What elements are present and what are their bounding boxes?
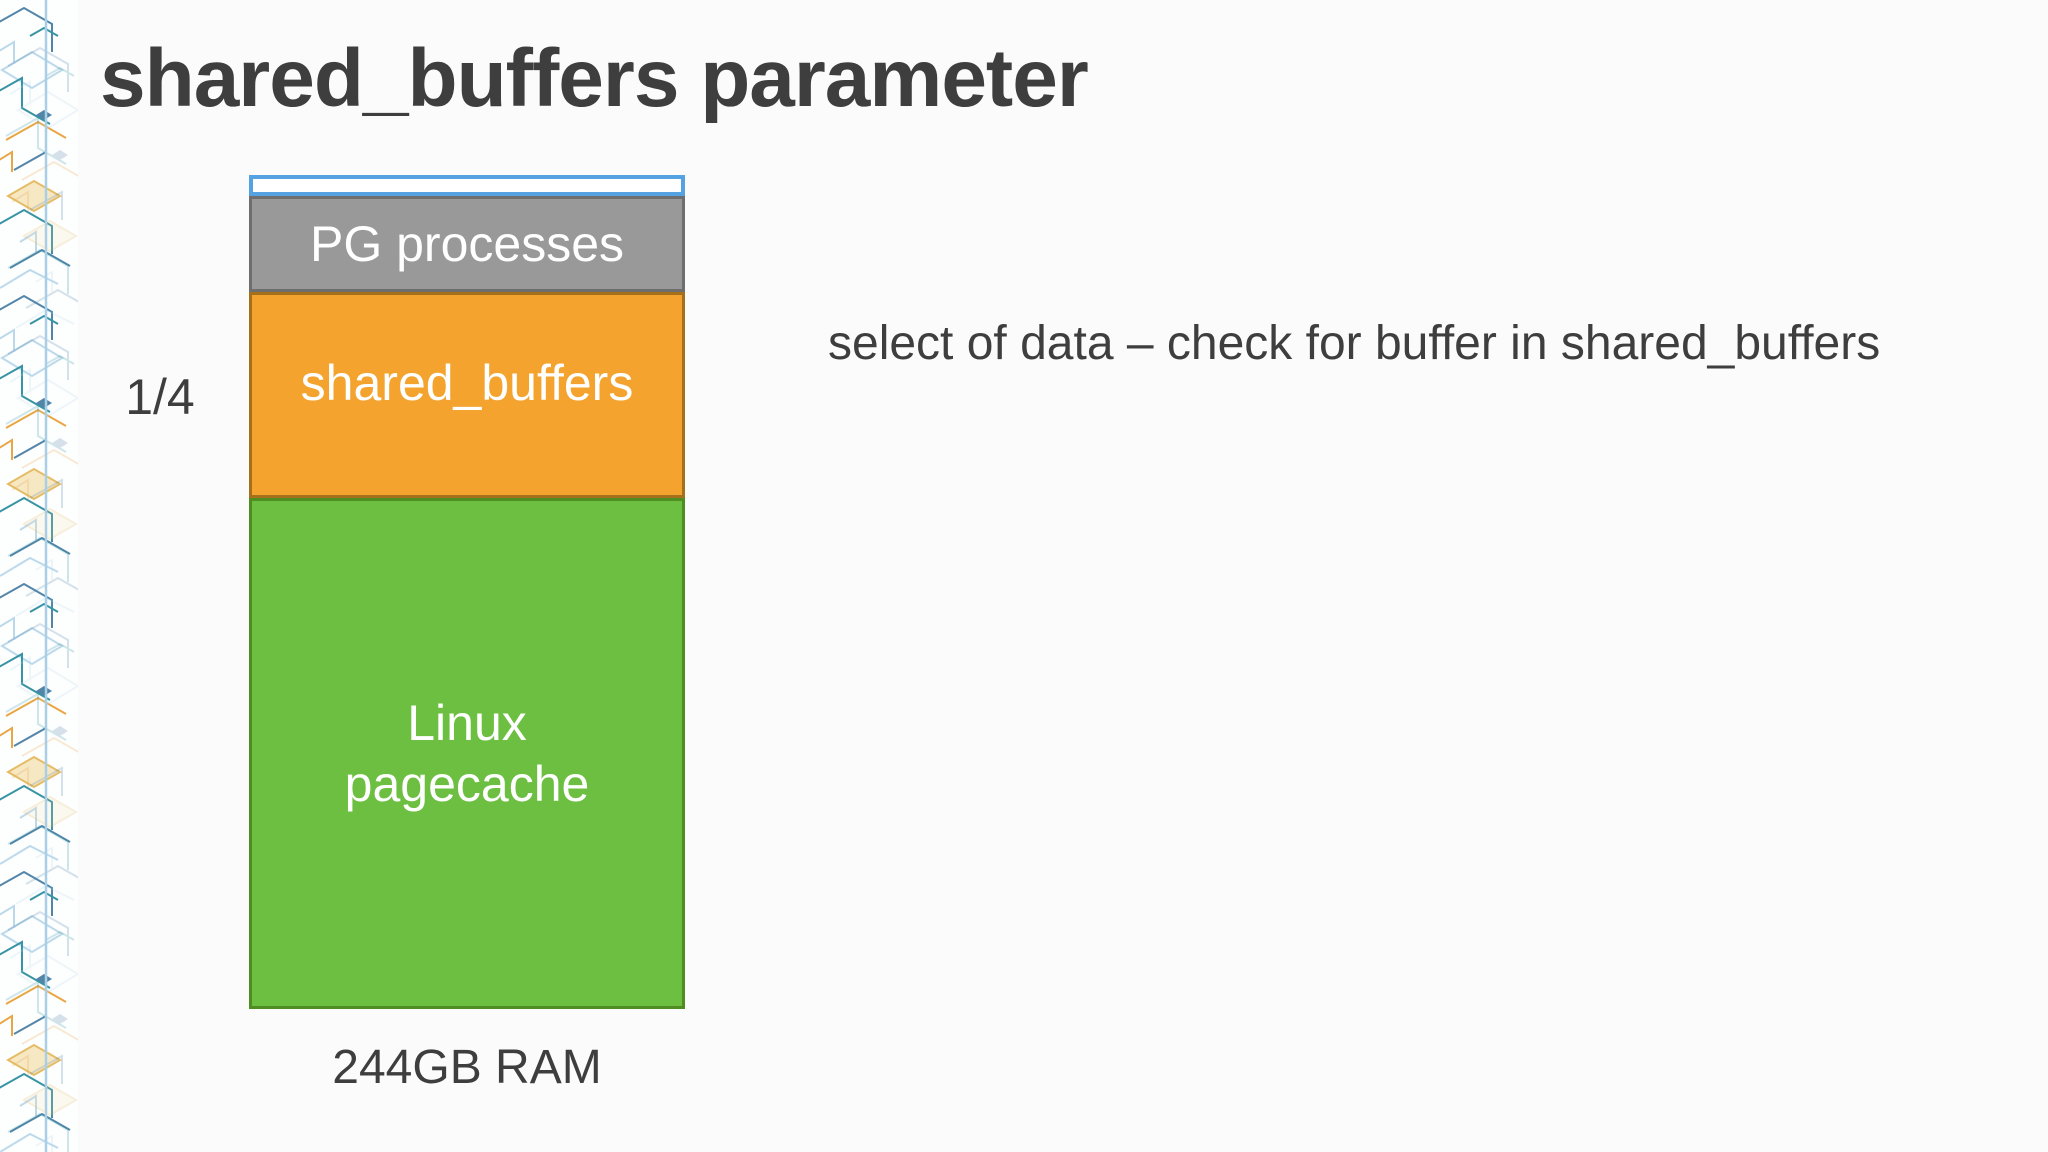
- annotation-text: select of data – check for buffer in sha…: [828, 317, 1881, 370]
- page-title: shared_buffers parameter: [100, 33, 1089, 124]
- fraction-label: 1/4: [125, 369, 195, 425]
- circuit-pattern-decoration: [0, 0, 78, 1152]
- segment-label-linux: Linux: [407, 694, 527, 751]
- bar-segment-linux-pagecache: Linux pagecache: [249, 498, 685, 1009]
- segment-label-pg-processes: PG processes: [309, 215, 624, 272]
- bar-segment-pg-processes: PG processes: [249, 196, 685, 292]
- memory-bar-diagram: PG processes shared_buffers Linux pageca…: [249, 175, 685, 1009]
- segment-label-shared-buffers: shared_buffers: [300, 355, 634, 411]
- segment-label-pagecache: pagecache: [344, 755, 590, 812]
- ram-total-label: 244GB RAM: [332, 1041, 602, 1094]
- circuit-pattern-svg: [0, 0, 78, 1152]
- bar-segment-free: [249, 175, 685, 196]
- bar-segment-shared-buffers: shared_buffers: [249, 292, 685, 498]
